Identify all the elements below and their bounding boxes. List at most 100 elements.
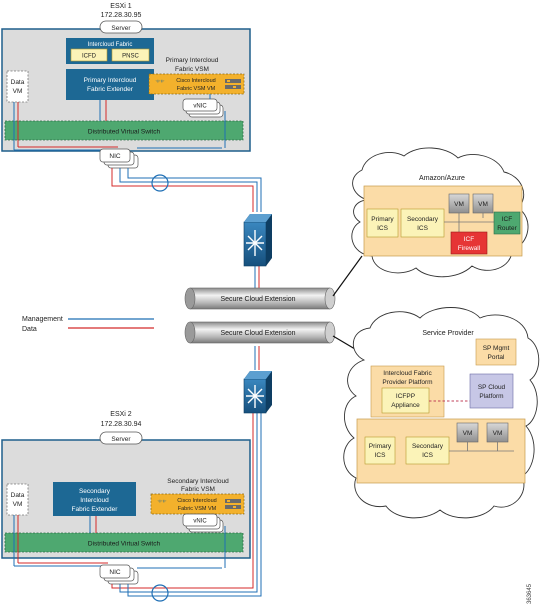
esxi2-dvs-label: Distributed Virtual Switch [88,541,161,548]
amazon-secondary-line1: Secondary [407,216,439,223]
amazon-secondary-line2: ICS [417,225,429,232]
esxi2-server-badge: Server [99,431,143,445]
uplink-bundle-ring-bottom [151,584,169,602]
sp-cloud-line1: SP Cloud [478,384,506,391]
esxi1-cisco-vsm-line2: Fabric VSM VM [177,86,216,92]
amazon-router-line2: Router [497,225,517,232]
amazon-azure-cloud: Amazon/Azure Primary ICS Secondary ICS V… [351,147,529,278]
esxi1-icf-label: Intercloud Fabric [88,42,133,48]
esxi2-vnic-label: vNIC [193,519,207,525]
esxi1-vsm-title-line1: Primary Intercloud [166,57,219,64]
amazon-icf-firewall: ICF Firewall [450,231,488,255]
esxi1-pnsc-label: PNSC [122,54,139,60]
esxi2-internal-links [13,515,226,569]
esxi1-extender-line1: Primary Intercloud [84,77,137,84]
esxi2-data-vm: Data VM [6,483,29,516]
legend-management-label: Management [22,316,63,323]
esxi1-vsm-title-line2: Fabric VSM [175,66,209,73]
sp-mgmt-line2: Portal [488,354,506,361]
secure-cloud-extension-tunnel-bottom: Secure Cloud Extension [184,321,336,344]
esxi2-extender-line3: Fabric Extender [72,506,119,513]
esxi1-server-badge: Server [99,20,143,34]
amazon-vm-a-label: VM [454,201,464,208]
uplink-bundle-ring-top [151,174,169,192]
esxi2-data-vm-line1: Data [11,492,25,499]
amazon-vm-b: VM [472,193,494,214]
amazon-secondary-ics: Secondary ICS [400,208,445,238]
esxi2-host: ESXi 2 172.28.30.94 Server Secondary Int… [1,411,251,585]
provider-vm-a-label: VM [463,430,473,437]
provider-platform-line1: Intercloud Fabric [383,370,432,377]
amazon-vm-a: VM [448,193,470,214]
cisco-logo: ·ı|ı·ı|ı· [157,499,166,503]
sp-cloud-line2: Platform [479,393,503,400]
tunnel-top-label: Secure Cloud Extension [220,296,295,303]
amazon-title: Amazon/Azure [419,175,465,182]
amazon-primary-ics: Primary ICS [366,208,399,238]
provider-primary-line2: ICS [375,452,387,459]
cisco-logo: ·ı|ı·ı|ı· [155,79,164,83]
esxi2-extender-line1: Secondary [79,488,111,495]
tunnel-bottom-label: Secure Cloud Extension [220,330,295,337]
switch-icon [243,371,272,414]
vsm-module-icon [225,499,241,509]
esxi1-pnsc-box [111,48,150,62]
provider-primary-line1: Primary [369,443,392,450]
sp-mgmt-line1: SP Mgmt [483,345,510,352]
switch-icon [243,214,272,267]
provider-vm-b: VM [486,422,509,443]
esxi1-fabric-extender: Primary Intercloud Fabric Extender [66,69,154,100]
esxi1-icfd-label: ICFD [82,54,97,60]
legend-data-label: Data [22,326,37,333]
esxi2-data-vm-line2: VM [13,501,23,508]
esxi2-vsm-title-line2: Fabric VSM [181,486,215,493]
esxi1-server-label: Server [111,25,131,32]
esxi1-data-vm-line1: Data [11,79,25,86]
esxi1-host: ESXi 1 172.28.30.95 Server Intercloud Fa… [1,3,251,169]
esxi1-icfd-box [70,48,108,62]
esxi2-vnic: vNIC [182,513,224,533]
provider-vm-b-label: VM [493,430,503,437]
sp-mgmt-portal: SP Mgmt Portal [475,338,517,366]
esxi2-cisco-vsm-vm: ·ı|ı·ı|ı· Cisco Intercloud Fabric VSM VM [150,493,245,515]
icfpp-appliance-box [381,387,430,414]
esxi1-nic-label: NIC [109,153,121,160]
esxi2-cisco-vsm-line2: Fabric VSM VM [178,506,217,512]
provider-secondary-line2: ICS [422,452,434,459]
esxi1-cisco-vsm-vm: ·ı|ı·ı|ı· Cisco Intercloud Fabric VSM VM [148,73,245,95]
figure-id: 363645 [527,583,533,604]
esxi2-cisco-vsm-line1: Cisco Intercloud [177,498,216,504]
esxi2-dvs: Distributed Virtual Switch [4,532,244,553]
icfpp-line2: Appliance [391,402,420,409]
icfpp-line1: ICFPP [396,393,415,400]
esxi1-intercloud-fabric: Intercloud Fabric ICFD PNSC [66,38,154,64]
amazon-vm-b-label: VM [478,201,488,208]
provider-secondary-line1: Secondary [412,443,444,450]
esxi1-title: ESXi 1 [110,3,132,10]
provider-platform-line2: Provider Platform [382,379,432,386]
esxi1-ip: 172.28.30.95 [101,12,142,19]
sp-cloud-platform: SP Cloud Platform [469,373,514,409]
esxi1-data-vm-line2: VM [13,88,23,95]
esxi2-server-label: Server [111,436,131,443]
amazon-primary-line1: Primary [371,216,394,223]
esxi1-internal-links [13,94,226,151]
amazon-firewall-line1: ICF [464,236,475,243]
provider-vm-a: VM [456,422,479,443]
esxi1-dvs-label: Distributed Virtual Switch [88,129,161,136]
esxi1-dvs: Distributed Virtual Switch [4,120,244,141]
provider-platform: Intercloud Fabric Provider Platform ICFP… [370,365,445,418]
vsm-module-icon [225,79,241,89]
amazon-router-line1: ICF [502,216,513,223]
esxi2-nic: NIC [99,564,139,585]
uplinks [111,168,262,597]
tunnel-to-amazon-link [332,255,363,297]
esxi2-vsm-title-line1: Secondary Intercloud [167,478,229,485]
esxi2-fabric-extender: Secondary Intercloud Fabric Extender [53,482,136,516]
provider-secondary-ics: Secondary ICS [405,436,450,465]
secure-cloud-extension-tunnel-top: Secure Cloud Extension [184,287,336,310]
amazon-icf-router: ICF Router [493,211,521,235]
esxi1-nic: NIC [99,148,139,169]
esxi1-cisco-vsm-line1: Cisco Intercloud [176,78,215,84]
